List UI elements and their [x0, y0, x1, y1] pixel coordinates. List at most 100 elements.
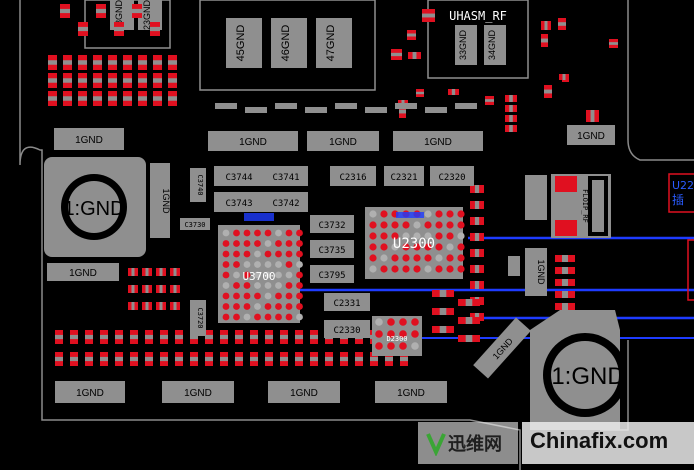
smd-component	[130, 352, 138, 366]
smd-component	[170, 285, 180, 293]
top-block3: 47GND	[325, 25, 337, 62]
smd-component	[458, 299, 480, 306]
smd-component	[407, 30, 416, 40]
smd-component	[85, 352, 93, 366]
bga-ball	[387, 342, 395, 350]
smd-component	[432, 290, 454, 297]
smd-component	[78, 73, 87, 88]
bga-ball	[296, 282, 303, 289]
bga-ball	[233, 271, 240, 279]
smd-component	[115, 330, 123, 344]
bga-ball	[380, 210, 388, 218]
smd-component	[555, 303, 575, 310]
smd-component	[340, 352, 348, 366]
smd-component	[458, 335, 480, 342]
smd-component	[355, 352, 363, 366]
gnd-label-right-v: 1GND	[536, 259, 546, 285]
bga-ball	[402, 243, 410, 251]
bga-ball	[264, 250, 272, 258]
bga-ball	[254, 240, 261, 247]
smd-component	[145, 352, 153, 366]
bga-ball	[222, 250, 230, 258]
smd-component	[325, 352, 333, 366]
bga-ball	[391, 243, 399, 251]
smd-component	[205, 352, 213, 366]
bga-ball	[380, 265, 388, 273]
smd-component	[150, 22, 160, 36]
bga-ball	[375, 342, 383, 350]
bga-ball	[222, 240, 230, 247]
c3795: C3795	[318, 271, 345, 281]
bga-ball	[243, 271, 251, 279]
smd-component	[559, 74, 569, 80]
smd-component	[250, 352, 258, 366]
smd-component	[93, 55, 102, 70]
smd-component	[555, 291, 575, 298]
bga-ball	[285, 261, 293, 268]
bga-ball	[387, 318, 395, 326]
silk-strip	[245, 107, 267, 113]
floip-label: FLOIP_RF	[581, 189, 589, 223]
bga-ball	[285, 313, 293, 321]
smd-component	[142, 268, 152, 276]
bga-ball	[285, 250, 293, 258]
bga-ball	[296, 303, 303, 310]
silk-strip	[425, 107, 447, 113]
smd-component	[160, 330, 168, 344]
smd-component	[108, 55, 117, 70]
bga-ball	[222, 292, 230, 300]
smd-component	[48, 91, 57, 106]
bga-ball	[435, 232, 443, 240]
c3735: C3735	[318, 246, 345, 256]
silk-strip	[395, 103, 417, 109]
bga-ball	[243, 282, 251, 289]
bga-ball	[424, 265, 432, 273]
smd-component	[114, 22, 124, 36]
smd-component	[470, 201, 484, 209]
smd-component	[416, 89, 424, 97]
smd-component	[470, 185, 484, 193]
bga-ball	[457, 265, 465, 273]
silk-strip	[305, 107, 327, 113]
bga-ball	[285, 240, 293, 247]
bga-ball	[222, 271, 230, 279]
bga-ball	[446, 210, 454, 218]
bga-ball	[243, 292, 251, 300]
bga-ball	[275, 261, 282, 268]
smd-component	[168, 73, 177, 88]
bga-ball	[369, 232, 377, 240]
d2300-chip: D2300	[372, 316, 422, 356]
bga-ball	[375, 318, 383, 326]
smd-component	[432, 308, 454, 315]
bga-ball	[296, 250, 303, 258]
bga-ball	[233, 292, 240, 300]
smd-component	[470, 249, 484, 257]
bga-ball	[457, 210, 465, 218]
smd-component	[78, 22, 88, 36]
c2331: C2331	[333, 299, 360, 309]
smd-component	[170, 268, 180, 276]
bga-ball	[457, 243, 465, 251]
u3700-label: U3700	[242, 270, 275, 283]
bga-ball	[402, 265, 410, 273]
smd-component	[138, 91, 147, 106]
smd-component	[108, 91, 117, 106]
smd-component	[156, 268, 166, 276]
bga-ball	[399, 330, 407, 338]
u2300-chip: U2300	[365, 207, 465, 279]
bga-ball	[435, 265, 443, 273]
silk-strip	[275, 103, 297, 109]
bga-ball	[369, 243, 377, 251]
left-big-gnd: 1:GND	[44, 157, 146, 257]
smd-component	[280, 330, 288, 344]
bga-ball	[254, 229, 261, 237]
smd-component	[130, 330, 138, 344]
smd-component	[156, 302, 166, 310]
smd-component	[265, 352, 273, 366]
gnd-label-top4: 1GND	[424, 137, 452, 148]
silk-strip	[455, 103, 477, 109]
smd-component	[78, 91, 87, 106]
bga-ball	[413, 265, 421, 273]
smd-component	[93, 91, 102, 106]
smd-component	[60, 4, 70, 18]
